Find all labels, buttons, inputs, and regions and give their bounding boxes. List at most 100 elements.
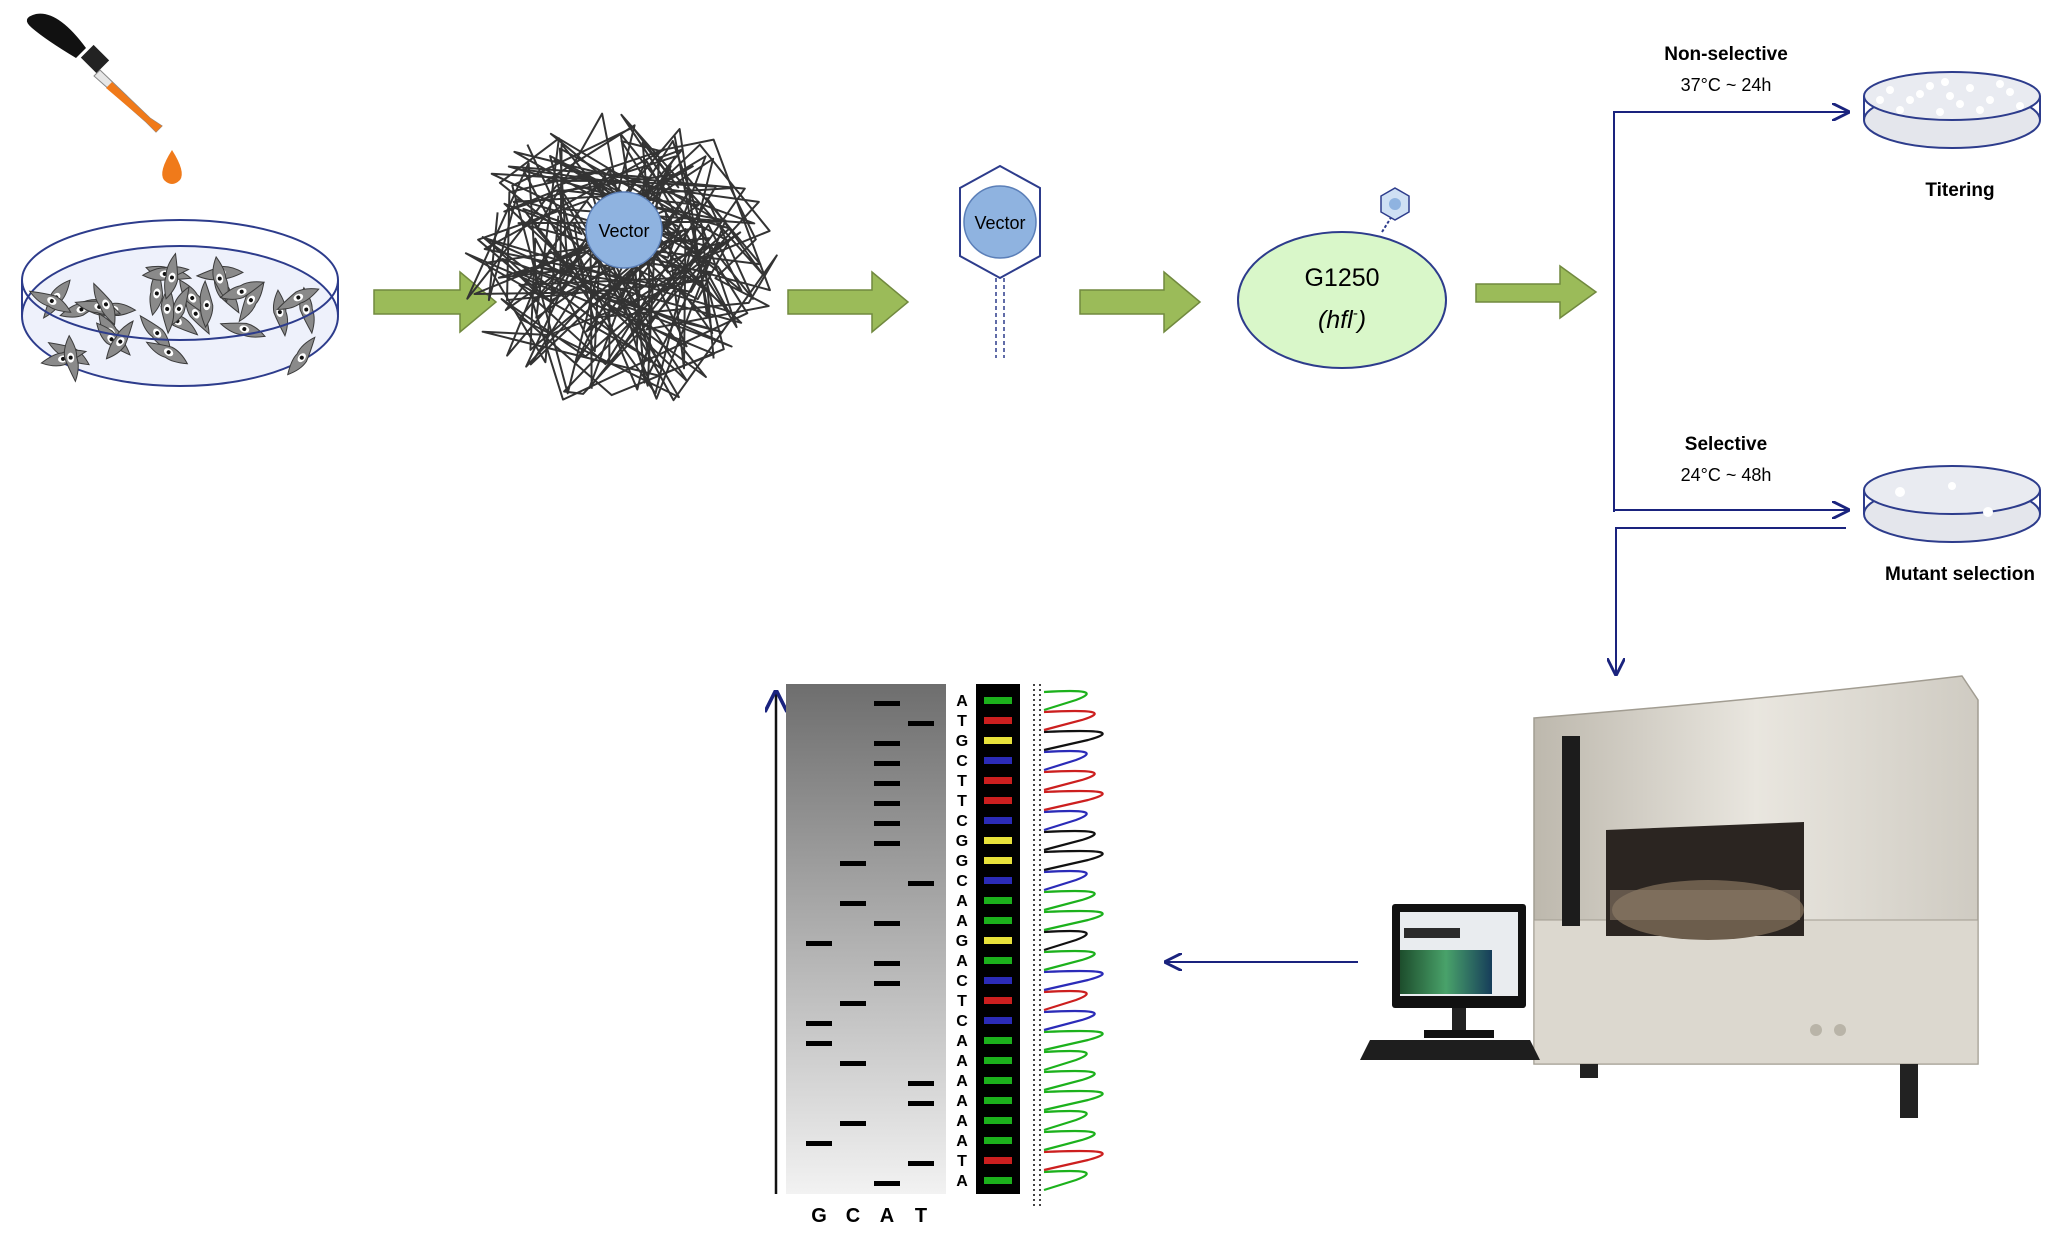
base-letter: A xyxy=(956,1073,968,1090)
branch-connectors xyxy=(1166,112,1848,962)
host-strain-label: G1250 xyxy=(1304,264,1379,292)
gel-band xyxy=(908,881,934,886)
plaque xyxy=(1956,100,1964,108)
base-bar xyxy=(984,1057,1012,1064)
gel-band xyxy=(874,781,900,786)
mutant-selection-label: Mutant selection xyxy=(1885,564,2035,585)
plaque xyxy=(1896,106,1904,114)
process-arrow-3 xyxy=(1079,270,1202,334)
plaque xyxy=(1996,80,2004,88)
lane-header: A xyxy=(880,1205,894,1227)
process-arrow-1 xyxy=(373,270,498,334)
gel-band xyxy=(874,981,900,986)
gel-band xyxy=(874,921,900,926)
base-letter: A xyxy=(956,1033,968,1050)
gel-band xyxy=(908,1161,934,1166)
plaque xyxy=(2016,102,2024,110)
gel-band xyxy=(908,1101,934,1106)
dna-strand xyxy=(481,132,760,395)
chromatogram-peak xyxy=(1043,969,1104,992)
cell xyxy=(93,282,116,326)
lane-header: T xyxy=(915,1205,927,1227)
chromatogram-peak xyxy=(1043,809,1088,832)
base-letter: C xyxy=(956,873,968,890)
base-letter: A xyxy=(956,1093,968,1110)
gel-band xyxy=(874,961,900,966)
plaque xyxy=(1936,108,1944,116)
host-genotype-label: (hfl-) xyxy=(1318,305,1366,334)
base-letter: A xyxy=(956,1053,968,1070)
cell-culture-dish-icon xyxy=(21,219,339,387)
plaque xyxy=(1941,78,1949,86)
base-letter: C xyxy=(956,1013,968,1030)
chromatogram-peak xyxy=(1043,1169,1088,1192)
gel-band xyxy=(874,801,900,806)
base-bar xyxy=(984,777,1012,784)
plaque xyxy=(1926,82,1934,90)
process-arrow-4 xyxy=(1475,264,1598,320)
base-letter: T xyxy=(957,1153,967,1170)
dna-tangle-icon: Vector xyxy=(464,112,778,402)
gel-band xyxy=(840,901,866,906)
base-letter: T xyxy=(957,993,967,1010)
gel-band xyxy=(840,861,866,866)
chromatogram xyxy=(1033,684,1104,1208)
gel-band xyxy=(874,841,900,846)
chromatogram-peak xyxy=(1043,789,1104,812)
base-bar xyxy=(984,837,1012,844)
dropper-icon xyxy=(26,13,182,184)
base-bar xyxy=(984,797,1012,804)
lane-header: G xyxy=(811,1205,827,1227)
cell xyxy=(139,314,172,352)
nonselective-conditions: 37°C ~ 24h xyxy=(1681,75,1772,95)
chromatogram-peak xyxy=(1043,849,1104,872)
chromatogram-peak xyxy=(1043,829,1096,852)
chromatogram-peak xyxy=(1043,1049,1088,1072)
titering-label: Titering xyxy=(1925,180,1994,201)
base-letter: G xyxy=(956,733,968,750)
chromatogram-peak xyxy=(1043,889,1096,912)
base-bar xyxy=(984,957,1012,964)
nonselective-title: Non-selective xyxy=(1664,44,1788,65)
base-bar xyxy=(984,1177,1012,1184)
cell xyxy=(276,288,320,310)
chromatogram-peak xyxy=(1043,869,1088,892)
selective-conditions: 24°C ~ 48h xyxy=(1681,465,1772,485)
phage-icon: Vector xyxy=(959,164,1041,358)
base-bar xyxy=(984,897,1012,904)
plaque xyxy=(1946,92,1954,100)
gel-band xyxy=(840,1121,866,1126)
vector-label-phage: Vector xyxy=(974,213,1025,233)
gel-band xyxy=(874,821,900,826)
chromatogram-peak xyxy=(1043,989,1088,1012)
base-bar xyxy=(984,937,1012,944)
cell xyxy=(28,290,72,313)
base-letter: T xyxy=(957,713,967,730)
dna-sequencer-icon xyxy=(1358,675,1998,1130)
chromatogram-peak xyxy=(1043,1089,1104,1112)
chromatogram-peak xyxy=(1043,909,1104,932)
plaque xyxy=(1966,84,1974,92)
computer-icon xyxy=(1360,904,1540,1060)
cell xyxy=(105,320,134,360)
base-bar xyxy=(984,1077,1012,1084)
host-cell: G1250 (hfl-) xyxy=(1237,187,1447,369)
base-letter: G xyxy=(956,933,968,950)
base-bar xyxy=(984,1097,1012,1104)
cell xyxy=(219,281,266,300)
gel-band xyxy=(806,1141,832,1146)
cell xyxy=(199,279,214,329)
chromatogram-peak xyxy=(1043,1009,1096,1032)
plaque xyxy=(1886,86,1894,94)
cell xyxy=(212,255,229,304)
plaque xyxy=(1916,90,1924,98)
lane-header: C xyxy=(846,1205,860,1227)
chromatogram-peak xyxy=(1043,689,1088,712)
gel-band xyxy=(908,721,934,726)
chromatogram-peak xyxy=(1043,749,1088,772)
selective-title: Selective xyxy=(1685,434,1767,455)
base-letter: C xyxy=(956,973,968,990)
dna-strand xyxy=(483,113,771,400)
chromatogram-peak xyxy=(1043,769,1096,792)
